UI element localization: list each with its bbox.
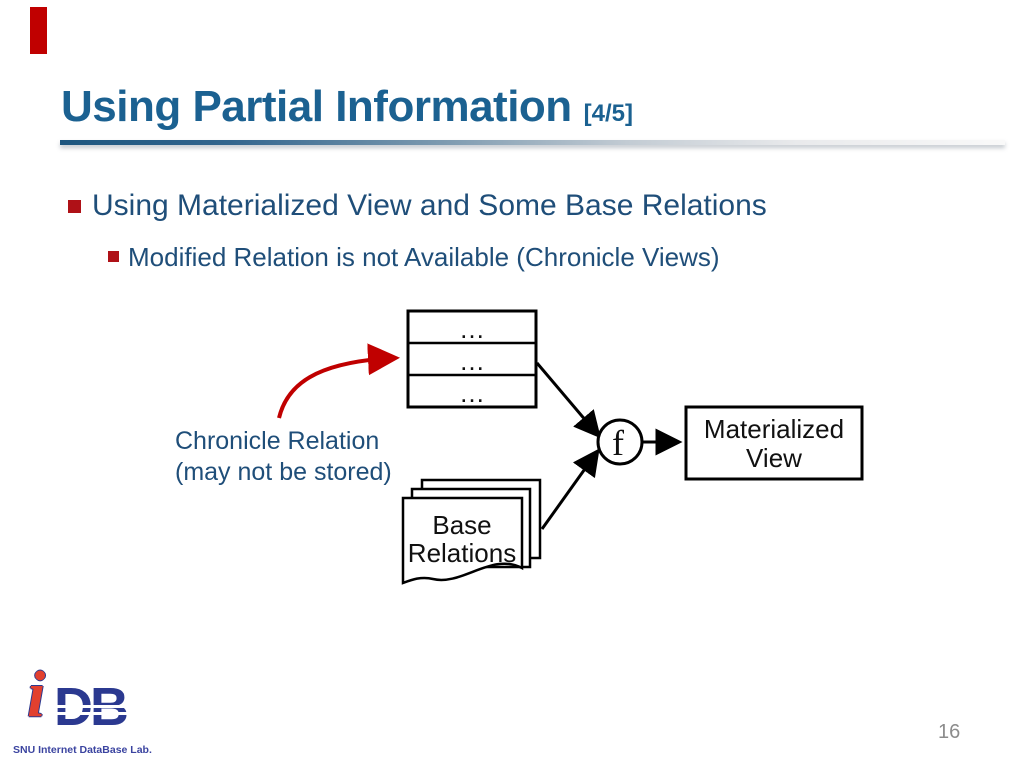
chronicle-relation-label: Chronicle Relation (may not be stored) (175, 426, 392, 488)
base-relations-label-line1: Base (432, 510, 491, 540)
logo-stripe (54, 712, 142, 715)
bullet-1-text: Using Materialized View and Some Base Re… (92, 189, 767, 222)
logo-stripe (54, 705, 142, 708)
arrow-base-to-f (540, 448, 600, 530)
materialized-view-line2: View (746, 443, 802, 473)
base-relations-shape: Base Relations (401, 478, 542, 585)
red-accent-bar (30, 7, 47, 54)
chronicle-pointer-arrow (277, 343, 400, 419)
chronicle-table: … … … (406, 309, 538, 409)
bullet-square-icon (68, 200, 81, 213)
chronicle-label-line2: (may not be stored) (175, 458, 392, 486)
logo-caption: SNU Internet DataBase Lab. (13, 744, 152, 756)
function-node: f (596, 418, 644, 466)
table-row-ellipsis: … (459, 346, 485, 376)
logo-i-glyph: i (27, 658, 46, 731)
bullet-item-2: Modified Relation is not Available (Chro… (108, 242, 720, 273)
slide-title-counter: [4/5] (583, 100, 634, 127)
materialized-view-box: Materialized View (684, 405, 864, 481)
bullet-2-text: Modified Relation is not Available (Chro… (128, 242, 720, 272)
table-row-ellipsis: … (459, 314, 485, 344)
slide-title-text: Using Partial Information (61, 82, 572, 131)
idb-lab-logo: DB i SNU Internet DataBase Lab. (13, 658, 153, 764)
bullet-item-1: Using Materialized View and Some Base Re… (68, 189, 767, 223)
title-underline (60, 140, 1005, 145)
slide-title: Using Partial Information [4/5] (61, 82, 633, 132)
base-relations-label-line2: Relations (408, 538, 516, 568)
chronicle-label-line1: Chronicle Relation (175, 427, 380, 455)
table-row-ellipsis: … (459, 378, 485, 408)
bullet-square-icon (108, 251, 119, 262)
materialized-view-line1: Materialized (704, 414, 844, 444)
function-node-label: f (612, 423, 624, 463)
page-number: 16 (938, 721, 961, 743)
arrow-table-to-f (535, 362, 601, 439)
